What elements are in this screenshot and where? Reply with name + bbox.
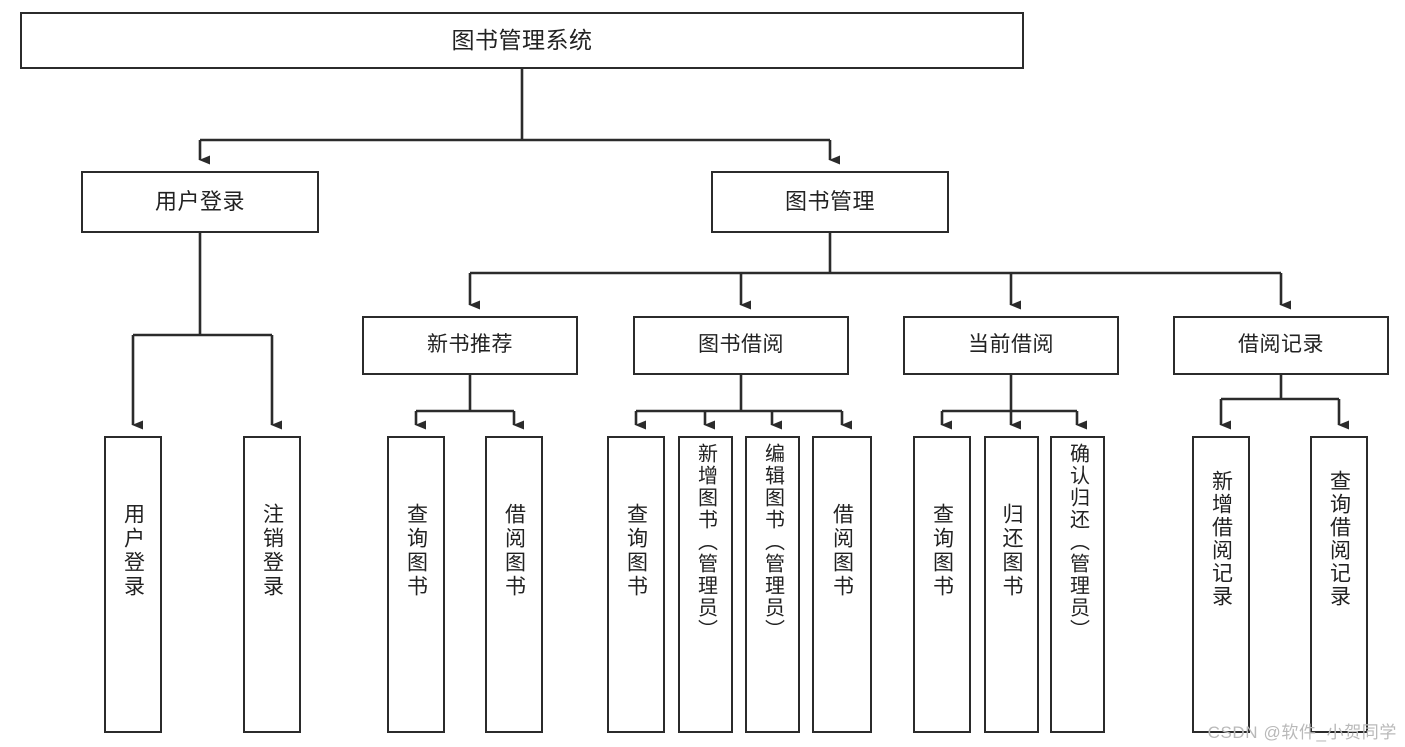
node-user-login-label: 用户登录 [154, 189, 245, 215]
node-current-borrow[interactable]: 当前借阅 [903, 316, 1119, 375]
node-leaf-add-book[interactable]: 新增图书（管理员） [678, 436, 733, 733]
node-leaf-edit-book-label: 编辑图书（管理员） [761, 443, 784, 641]
node-leaf-add-book-label: 新增图书（管理员） [694, 443, 717, 641]
node-leaf-return-book[interactable]: 归还图书 [984, 436, 1039, 733]
node-current-borrow-label: 当前借阅 [968, 333, 1054, 357]
node-borrow-record[interactable]: 借阅记录 [1173, 316, 1389, 375]
node-leaf-borrow-book-2[interactable]: 借阅图书 [812, 436, 872, 733]
node-leaf-add-record[interactable]: 新增借阅记录 [1192, 436, 1250, 733]
node-leaf-query-record[interactable]: 查询借阅记录 [1310, 436, 1368, 733]
node-leaf-borrow-book-1-label: 借阅图书 [502, 503, 526, 599]
node-book-borrow-label: 图书借阅 [698, 333, 784, 357]
node-leaf-query-book-1[interactable]: 查询图书 [387, 436, 445, 733]
node-borrow-record-label: 借阅记录 [1238, 333, 1324, 357]
node-leaf-query-book-2[interactable]: 查询图书 [607, 436, 665, 733]
node-leaf-edit-book[interactable]: 编辑图书（管理员） [745, 436, 800, 733]
node-leaf-confirm-return-label: 确认归还（管理员） [1066, 443, 1089, 641]
node-book-manage[interactable]: 图书管理 [711, 171, 949, 233]
node-leaf-user-logout[interactable]: 注销登录 [243, 436, 301, 733]
node-leaf-query-book-3-label: 查询图书 [930, 503, 954, 599]
node-leaf-borrow-book-2-label: 借阅图书 [830, 503, 854, 599]
node-root-label: 图书管理系统 [451, 26, 593, 53]
node-leaf-query-book-2-label: 查询图书 [624, 503, 648, 599]
node-leaf-user-logout-label: 注销登录 [260, 503, 284, 599]
node-leaf-query-book-3[interactable]: 查询图书 [913, 436, 971, 733]
node-leaf-add-record-label: 新增借阅记录 [1209, 470, 1233, 608]
node-leaf-user-login-label: 用户登录 [121, 503, 145, 599]
node-user-login[interactable]: 用户登录 [81, 171, 319, 233]
node-new-book-rec[interactable]: 新书推荐 [362, 316, 578, 375]
node-leaf-user-login[interactable]: 用户登录 [104, 436, 162, 733]
node-leaf-return-book-label: 归还图书 [1000, 503, 1023, 599]
node-leaf-borrow-book-1[interactable]: 借阅图书 [485, 436, 543, 733]
node-leaf-query-book-1-label: 查询图书 [404, 503, 428, 599]
node-leaf-confirm-return[interactable]: 确认归还（管理员） [1050, 436, 1105, 733]
node-leaf-query-record-label: 查询借阅记录 [1327, 470, 1351, 608]
node-book-borrow[interactable]: 图书借阅 [633, 316, 849, 375]
node-book-manage-label: 图书管理 [784, 189, 875, 215]
node-new-book-rec-label: 新书推荐 [427, 333, 513, 357]
watermark-text: CSDN @软件_小贺同学 [1207, 723, 1397, 742]
node-root[interactable]: 图书管理系统 [20, 12, 1024, 69]
